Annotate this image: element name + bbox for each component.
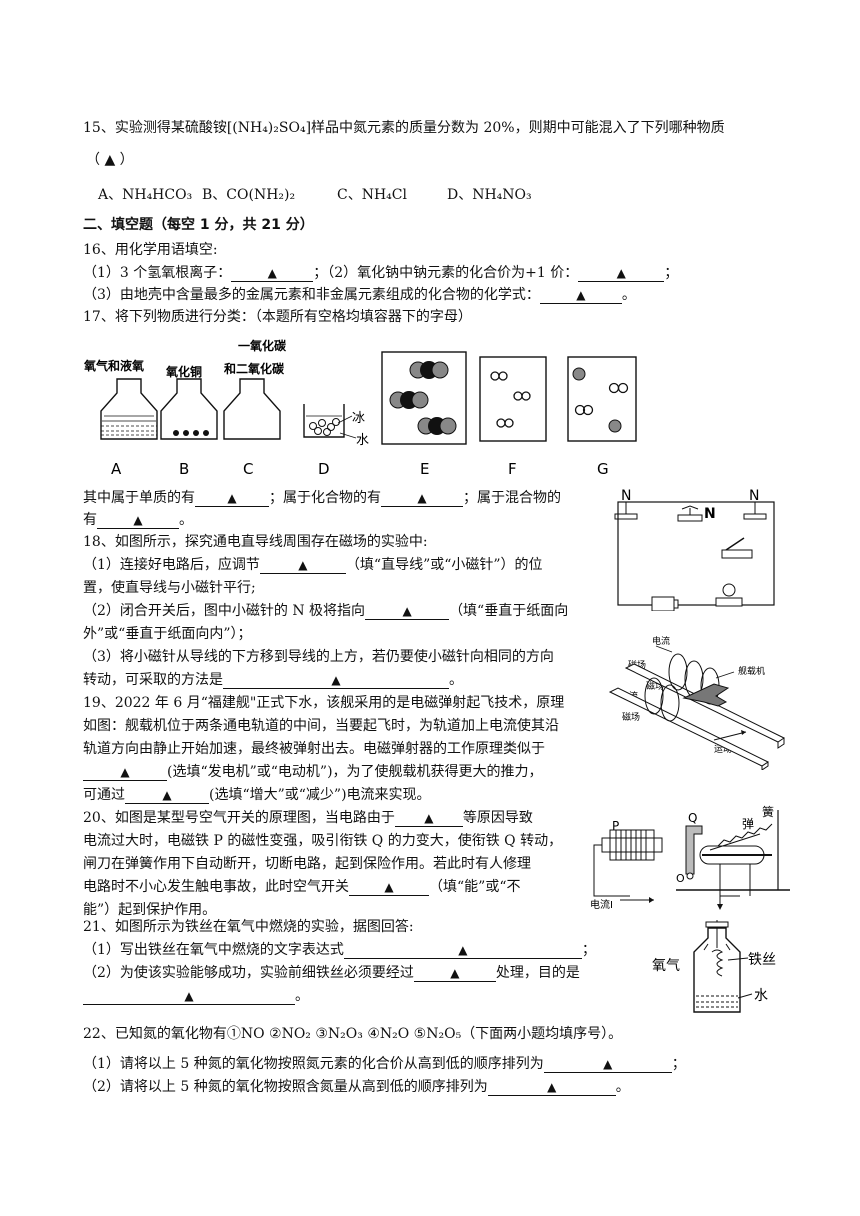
q18-line2b: 外”或“垂直于纸面向内”）； [83,626,252,642]
svg-text:电流: 电流 [652,635,670,647]
q22-line2: （2）请将以上 5 种氮的氧化物按照含氮量从高到低的顺序排列为▲。 [83,1077,630,1096]
answer-blank[interactable]: ▲ [195,488,269,507]
label-c1: 一氧化碳 [238,338,287,353]
answer-blank[interactable]: ▲ [83,762,167,781]
svg-text:Q: Q [688,811,697,825]
q15-stem: 15、实验测得某硫酸铵[(NH₄)₂SO₄]样品中氮元素的质量分数为 20%，则… [83,120,725,136]
label-a: 氧气和液氧 [83,358,144,373]
box-f [479,356,547,442]
q17-figure: 氧气和液氧 氧化铜 一氧化碳 和二氧化碳 冰 水 [83,338,637,478]
svg-text:水: 水 [754,988,768,1004]
q20-air-switch-figure: P Q 弹 簧 S O 电流I [590,804,790,911]
q22-line1: （1）请将以上 5 种氮的氧化物按照氮元素的化合价从高到低的顺序排列为▲； [83,1054,686,1073]
q18-line2: （2）闭合开关后，图中小磁针的 N 极将指向▲（填“垂直于纸面向 [83,601,569,620]
letter-c: C [243,460,253,478]
letter-e: E [420,460,429,478]
letter-f: F [508,460,517,478]
label-b: 氧化铜 [165,364,202,379]
svg-text:冰: 冰 [352,411,365,426]
svg-text:N: N [749,488,759,504]
q21-line3: ▲。 [83,986,309,1006]
q19-line2: 如图：舰载机位于两条通电轨道的中间，当要起飞时，为轨道加上电流使其沿 [83,718,559,734]
q18-line1b: 置，使直导线与小磁针平行; [83,580,256,596]
bottle-c [223,378,281,440]
svg-text:电流I: 电流I [590,898,613,911]
svg-text:舰载机: 舰载机 [738,665,765,677]
q19-ejector-figure: 电流 电流 磁场 磁场 磁场 舰载机 运动 [608,635,785,770]
answer-blank[interactable]: ▲ [259,555,346,574]
answer-blank[interactable]: ▲ [83,986,295,1005]
q17-answer-line2: 有▲。 [83,510,193,529]
q16-line1: （1）3 个氢氧根离子：▲；（2）氧化钠中钠元素的化合价为+1 价：▲； [83,263,679,282]
q18-line1: （1）连接好电路后，应调节▲（填“直导线”或“小磁针”）的位 [83,555,543,574]
letter-g: G [597,460,609,478]
q18-line3: （3）将小磁针从导线的下方移到导线的上方，若仍要使小磁针向相同的方向 [83,649,554,665]
svg-text:铁丝: 铁丝 [748,952,776,968]
bottle-a [100,378,158,440]
answer-blank[interactable]: ▲ [394,808,463,827]
q19-line1: 19、2022 年 6 月“福建舰"正式下水，该舰采用的是电磁弹射起飞技术，原理 [83,695,565,711]
q21-title: 21、如图所示为铁丝在氧气中燃烧的实验，据图回答: [83,919,414,935]
q19-line3: 轨道方向由静止开始加速，最终被弹射出去。电磁弹射器的工作原理类似于 [83,741,545,757]
answer-blank[interactable]: ▲ [539,285,622,304]
beaker-d: 冰 水 [303,404,369,448]
q15-option-a: A、NH₄HCO₃ [98,187,193,203]
answer-blank[interactable]: ▲ [578,263,665,282]
q15-option-d: D、NH₄NO₃ [447,187,532,203]
letter-b: B [179,460,189,478]
q18-circuit-figure: N N N [614,488,775,611]
svg-text:簧: 簧 [762,804,774,819]
q16-line2: （3）由地壳中含量最多的金属元素和非金属元素组成的化合物的化学式：▲。 [83,285,636,304]
answer-blank[interactable]: ▲ [125,785,209,804]
box-e [381,351,467,445]
q21-line1: （1）写出铁丝在氧气中燃烧的文字表达式▲； [83,940,596,959]
answer-blank[interactable]: ▲ [231,263,314,282]
q22-intro: 22、已知氮的氧化物有①NO ②NO₂ ③N₂O₃ ④N₂O ⑤N₂O₅（下面两… [83,1026,623,1042]
svg-text:运动: 运动 [714,744,732,755]
q20-line3: 闸刀在弹簧作用下自动断开，切断电路，起到保险作用。若此时有人修理 [83,856,531,872]
q19-line5: 可通过▲(选填“增大”或“减少”)电流来实现。 [83,785,431,804]
q16-title: 16、用化学用语填空: [83,242,218,258]
bottle-b [160,378,218,440]
svg-text:N: N [704,506,716,522]
q20-line4: 电路时不小心发生触电事故，此时空气开关▲（填“能”或“不 [83,877,521,896]
answer-blank[interactable]: ▲ [349,877,429,896]
svg-text:P: P [612,819,619,833]
q20-line2: 电流过大时，电磁铁 P 的磁性变强，吸引衔铁 Q 的力变大，使衔铁 Q 转动， [83,833,563,849]
q20-line1: 20、如图是某型号空气开关的原理图，当电路由于▲等原因导致 [83,808,533,827]
q19-line4: ▲(选填“发电机”或“电动机”)，为了使舰载机获得更大的推力， [83,762,543,782]
q20-line5: 能”）起到保护作用。 [83,902,217,918]
svg-text:O: O [676,872,685,885]
q15-option-c: C、NH₄Cl [337,187,407,203]
q21-line2: （2）为使该实验能够成功，实验前细铁丝必须要经过▲处理，目的是 [83,963,580,982]
svg-text:氧气: 氧气 [652,958,680,974]
q18-line3b: 转动，可采取的方法是▲。 [83,670,463,689]
svg-text:磁场: 磁场 [622,711,640,723]
box-g [567,356,637,442]
answer-blank[interactable]: ▲ [97,510,179,529]
svg-text:水: 水 [356,433,369,448]
answer-blank[interactable]: ▲ [343,940,582,959]
section-title: 二、填空题（每空 1 分，共 21 分） [83,217,314,233]
q18-title: 18、如图所示，探究通电直导线周围存在磁场的实验中: [83,534,428,550]
svg-text:弹: 弹 [742,817,754,831]
answer-blank[interactable]: ▲ [487,1077,616,1096]
q15-option-b: B、CO(NH₂)₂ [202,187,296,203]
answer-blank[interactable]: ▲ [365,601,450,620]
answer-blank[interactable]: ▲ [413,963,496,982]
letter-d: D [318,460,330,478]
letter-a: A [111,460,122,478]
label-c2: 和二氧化碳 [223,361,285,376]
q17-answer-line1: 其中属于单质的有▲；属于化合物的有▲；属于混合物的 [83,488,561,507]
q21-iron-wire-figure: 氧气 铁丝 水 [652,920,776,1013]
answer-blank[interactable]: ▲ [223,670,449,689]
q15-paren: （ ▲ ） [86,152,134,168]
q17-title: 17、将下列物质进行分类：（本题所有空格均填容器下的字母） [83,309,472,325]
answer-blank[interactable]: ▲ [381,488,463,507]
answer-blank[interactable]: ▲ [543,1054,672,1073]
svg-text:N: N [621,488,631,504]
